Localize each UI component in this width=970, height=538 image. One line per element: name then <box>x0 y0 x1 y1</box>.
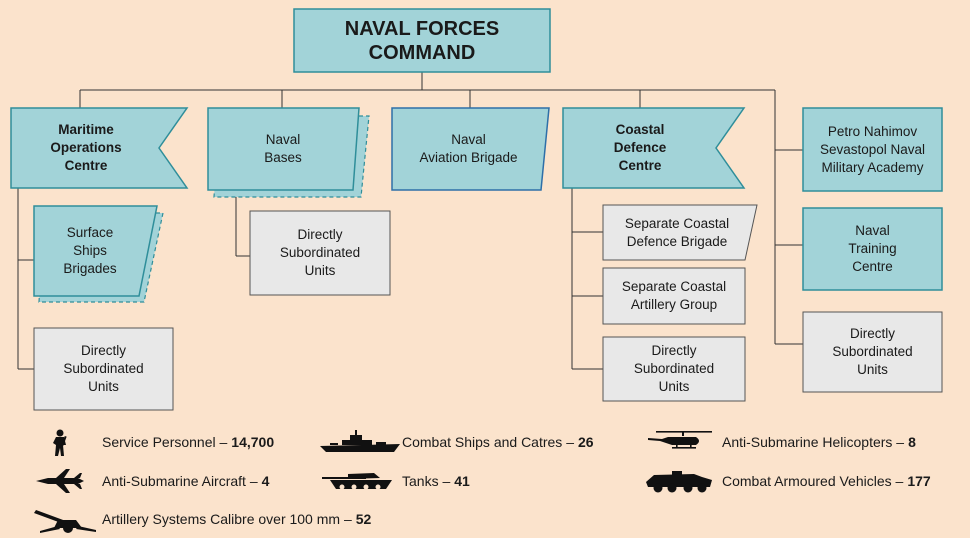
legend-value: 14,700 <box>231 434 275 450</box>
legend-value: 177 <box>907 473 931 489</box>
maritime-operations-centre-box <box>10 107 189 189</box>
tank-icon <box>322 473 392 490</box>
legend-item-tanks: Tanks – 41 <box>318 466 470 496</box>
armoured-vehicle-icon <box>646 471 712 493</box>
warship-icon <box>320 430 400 452</box>
soldier-icon <box>53 429 67 456</box>
command-direct-units-box <box>802 311 943 393</box>
separate-coastal-artillery-group-box <box>602 267 746 325</box>
legend-value: 41 <box>454 473 470 489</box>
surface-ships-brigades-box <box>33 205 158 297</box>
legend-item-helicopters: Anti-Submarine Helicopters – 8 <box>638 427 916 457</box>
legend-label: Service Personnel – <box>102 434 228 450</box>
legend-value: 8 <box>908 434 916 450</box>
legend-item-service-personnel: Service Personnel – 14,700 <box>18 427 274 457</box>
root-box <box>293 8 551 73</box>
legend-label: Combat Armoured Vehicles – <box>722 473 904 489</box>
naval-training-centre-box <box>802 207 943 291</box>
legend-value: 4 <box>261 473 270 489</box>
legend-label: Anti-Submarine Helicopters – <box>722 434 905 450</box>
naval-aviation-brigade-box <box>391 107 550 191</box>
legend-item-aircraft: Anti-Submarine Aircraft – 4 <box>18 466 269 496</box>
helicopter-icon <box>648 431 712 449</box>
naval-academy-box <box>802 107 943 192</box>
coastal-direct-units-box <box>602 336 746 402</box>
naval-bases-box <box>207 107 360 191</box>
legend-label: Anti-Submarine Aircraft – <box>102 473 258 489</box>
separate-coastal-defence-brigade-box <box>602 204 758 261</box>
aircraft-icon <box>36 469 84 493</box>
connector-lines <box>17 72 803 370</box>
legend-label: Tanks – <box>402 473 451 489</box>
coastal-defence-centre-box <box>562 107 746 189</box>
legend-value: 52 <box>355 511 372 527</box>
legend-item-artillery: Artillery Systems Calibre over 100 mm – … <box>18 504 371 534</box>
legend-label: Combat Ships and Catres – <box>402 434 574 450</box>
artillery-icon <box>34 510 96 533</box>
naval-bases-direct-units-box <box>249 210 391 296</box>
legend-item-combat-ships: Combat Ships and Catres – 26 <box>318 427 594 457</box>
legend-item-armoured-vehicles: Combat Armoured Vehicles – 177 <box>638 466 931 496</box>
legend-value: 26 <box>577 434 594 450</box>
maritime-direct-units-box <box>33 327 174 411</box>
legend-label: Artillery Systems Calibre over 100 mm – <box>102 511 352 527</box>
